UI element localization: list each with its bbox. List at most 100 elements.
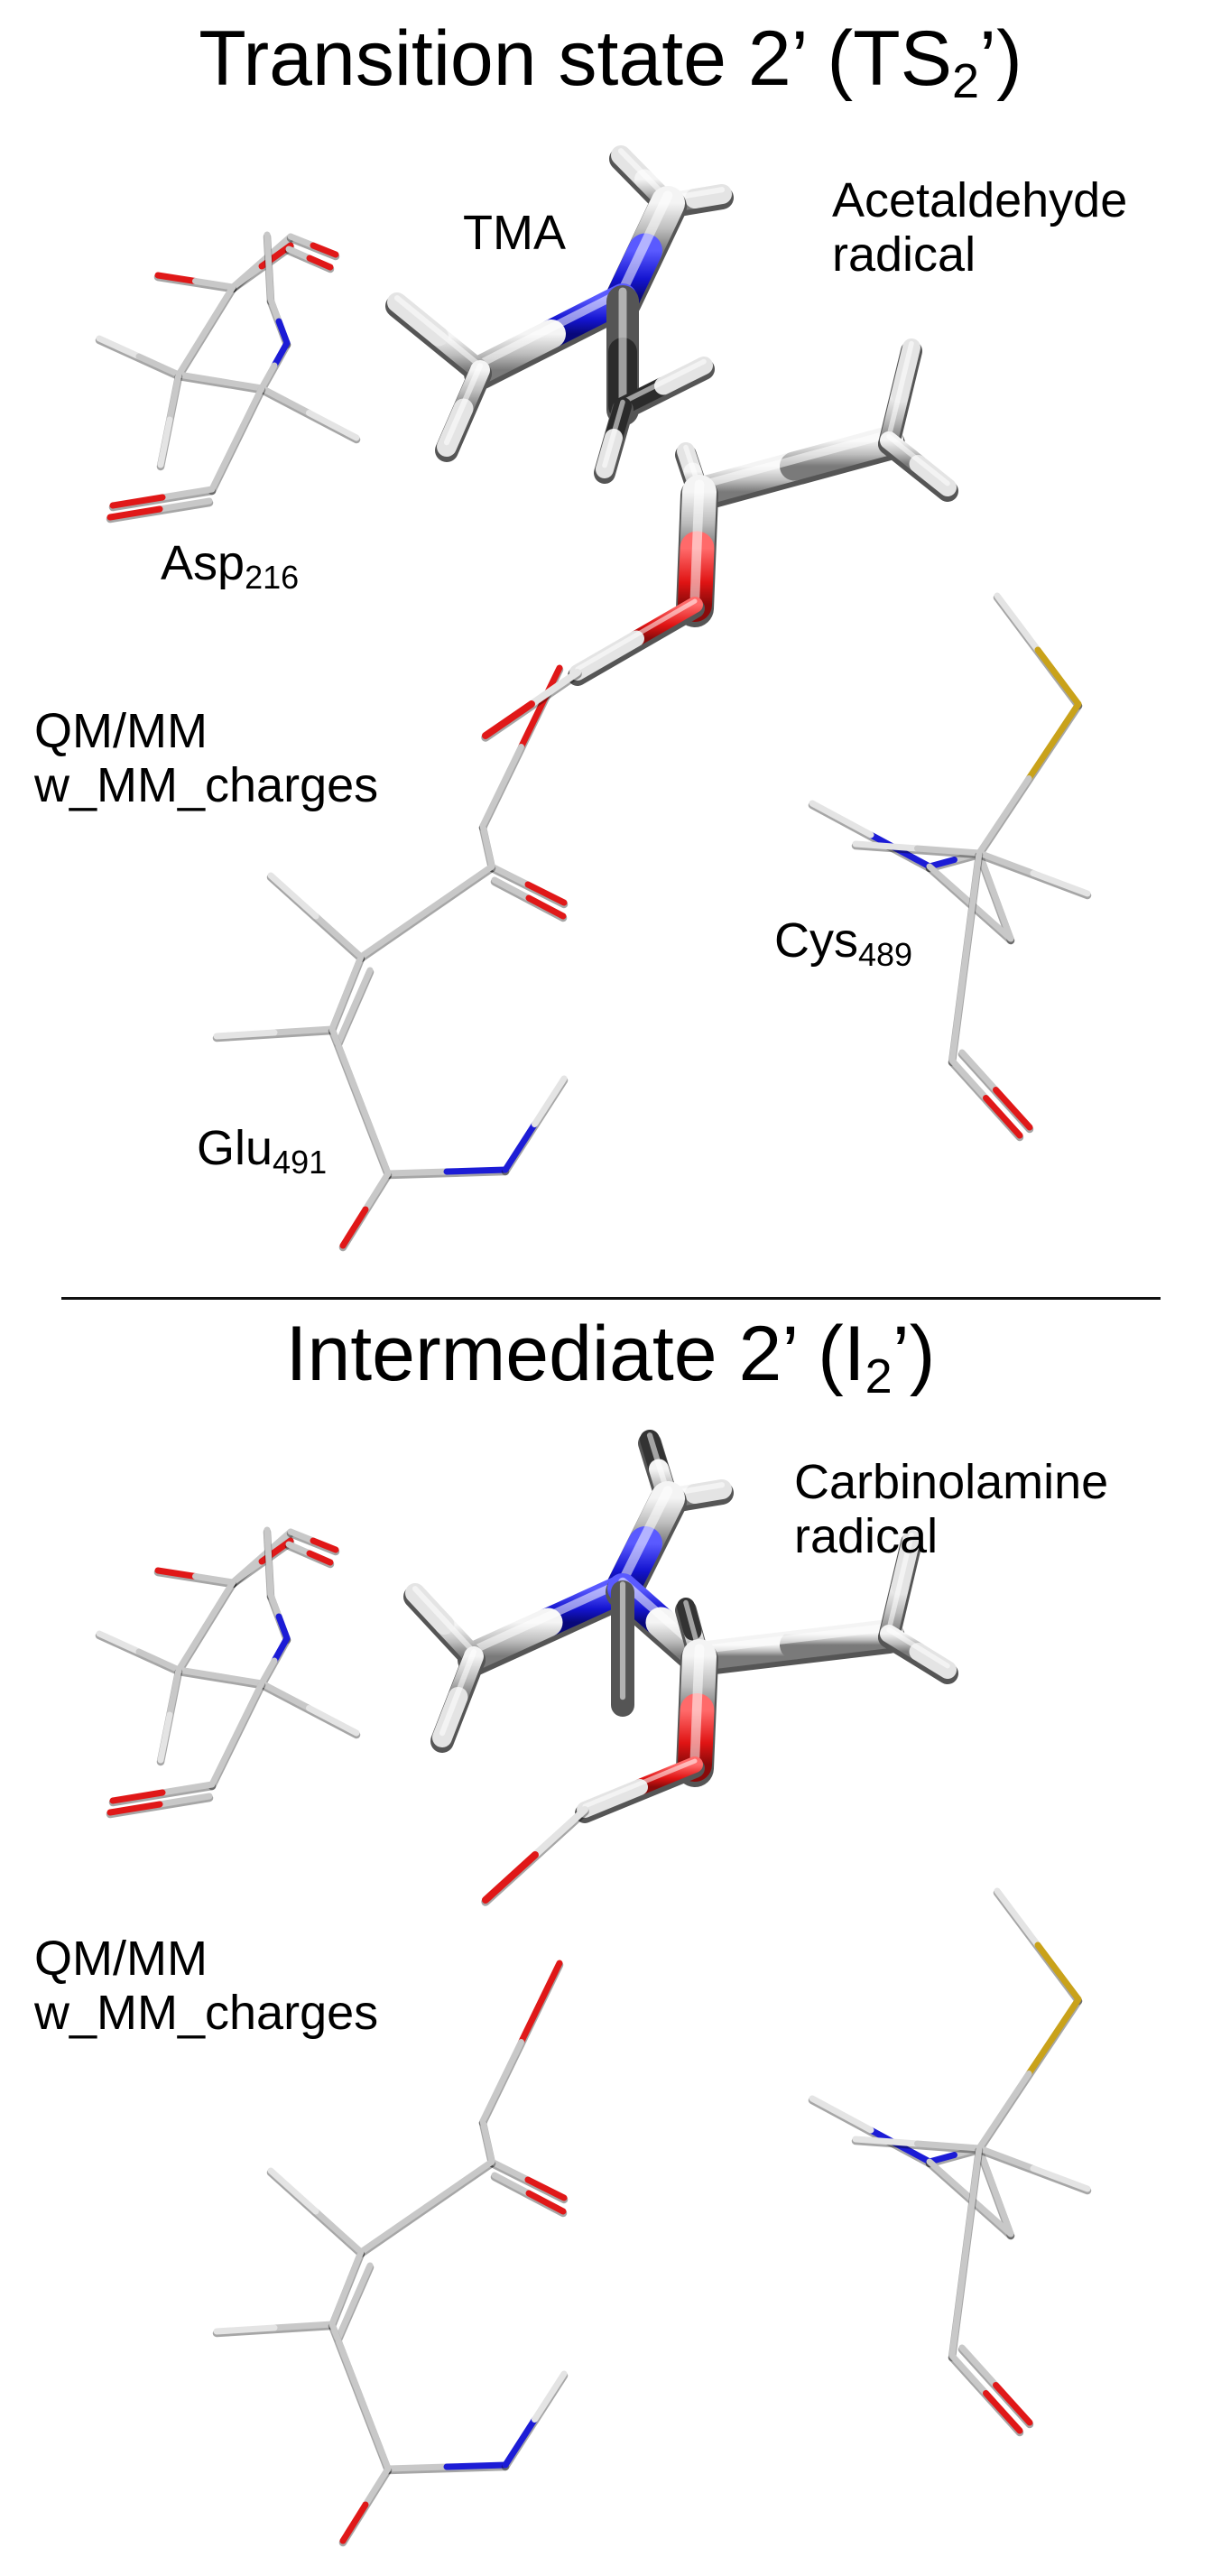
cys-bond <box>993 1887 1083 2006</box>
glu-bond <box>328 1025 393 1180</box>
ts2-molecule-panel <box>95 145 1092 1252</box>
ts2-title: Transition state 2’ (TS2’) <box>199 15 1022 108</box>
asp-bond <box>106 1793 214 1819</box>
tma-bond <box>612 357 715 421</box>
cys-bond <box>851 2136 984 2154</box>
asp-bond <box>153 1567 237 1589</box>
hbond <box>481 669 582 742</box>
asp-bond <box>257 1635 291 1690</box>
asp-bond <box>95 1630 183 1676</box>
i2-panel-offset <box>95 1430 1092 2547</box>
ald-bond <box>683 426 905 512</box>
cys-bond <box>975 1996 1083 2154</box>
asp-bond <box>228 242 295 293</box>
asp-bond <box>228 1537 295 1589</box>
glu-bond <box>328 2248 365 2330</box>
tma-bond <box>403 1583 486 1672</box>
cys-bond <box>975 849 1015 945</box>
glu-bond <box>490 2172 568 2218</box>
i2-title: Intermediate 2’ (I2’) <box>285 1311 936 1404</box>
glu-bond <box>487 2158 569 2204</box>
asp-bond <box>257 339 291 394</box>
tma-bond <box>385 292 492 385</box>
glu-bond <box>478 822 496 873</box>
asp-bond <box>257 385 361 444</box>
tma-bond <box>676 1639 718 1787</box>
glu-bond <box>334 2262 375 2344</box>
cys-bond <box>808 2095 934 2168</box>
cys-bond <box>975 700 1083 859</box>
glu-bond <box>338 2465 393 2547</box>
asp-bond <box>266 1591 291 1645</box>
glu-bond <box>487 863 569 909</box>
tma-bond <box>464 283 639 390</box>
acetaldehyde-radical <box>385 145 958 742</box>
glu-bond <box>212 2321 337 2338</box>
cys-bond <box>948 2145 984 2362</box>
asp-bond <box>257 1680 361 1739</box>
glu-bond <box>501 1075 569 1176</box>
glu-bond <box>356 863 496 963</box>
cys489-residue <box>808 1887 1092 2437</box>
glu-bond <box>212 1025 337 1042</box>
glu491-label: Glu491 <box>197 1121 328 1181</box>
cys-bond <box>975 2145 1015 2240</box>
glu-bond <box>338 1170 393 1252</box>
glu-bond <box>478 1960 564 2127</box>
panel-divider <box>61 1297 1161 1300</box>
glu-bond <box>490 876 568 922</box>
glu-bond <box>501 2370 569 2471</box>
cys-bond <box>948 849 984 1067</box>
cys-bond <box>957 1049 1034 1134</box>
tma-label: TMA <box>463 206 566 260</box>
glu-bond <box>384 1166 510 1180</box>
tma-bond <box>435 360 492 462</box>
glu-bond <box>334 967 375 1049</box>
asp-bond <box>208 385 266 496</box>
asp-bond <box>153 272 237 293</box>
asp-bond <box>284 1541 335 1569</box>
asp-bond <box>286 233 340 261</box>
cys489-residue <box>808 592 1092 1142</box>
asp-bond <box>174 1579 237 1676</box>
tma-bond <box>594 397 634 484</box>
glu-bond <box>328 2321 393 2475</box>
asp-bond <box>108 1781 217 1807</box>
cys-bond <box>957 2344 1034 2429</box>
glu-bond <box>356 2158 496 2258</box>
cys-bond <box>975 2145 1092 2195</box>
asp-bond <box>174 283 237 381</box>
glu491-residue <box>212 664 569 1252</box>
tma-bond <box>878 1625 958 1684</box>
cys-bond <box>975 849 1092 900</box>
asp-bond <box>106 497 214 524</box>
ald-bond <box>568 597 705 686</box>
hbond <box>481 1806 589 1906</box>
asp216-residue <box>95 1526 361 1819</box>
cys-bond <box>948 2352 1024 2437</box>
asp-bond <box>156 1666 183 1766</box>
asp-bond <box>108 486 217 512</box>
glu-bond <box>384 2461 510 2475</box>
asp-bond <box>95 335 183 381</box>
i2-molecule-panel <box>95 1430 1092 2547</box>
tma-bond <box>458 1574 639 1676</box>
asp-bond <box>284 246 335 273</box>
glu-bond <box>328 953 365 1035</box>
tma-bond <box>575 1756 705 1823</box>
asp216-label: Asp216 <box>161 536 300 596</box>
asp-bond <box>266 296 291 349</box>
asp-bond <box>174 1666 266 1690</box>
cys489-label: Cys489 <box>774 913 913 973</box>
cys-bond <box>808 800 934 873</box>
glu491-residue <box>212 1960 569 2547</box>
asp-bond <box>208 1680 266 1791</box>
cys-bond <box>948 1057 1024 1142</box>
asp216-residue <box>95 231 361 524</box>
tma-bond <box>683 1619 905 1676</box>
asp-bond <box>263 231 275 306</box>
